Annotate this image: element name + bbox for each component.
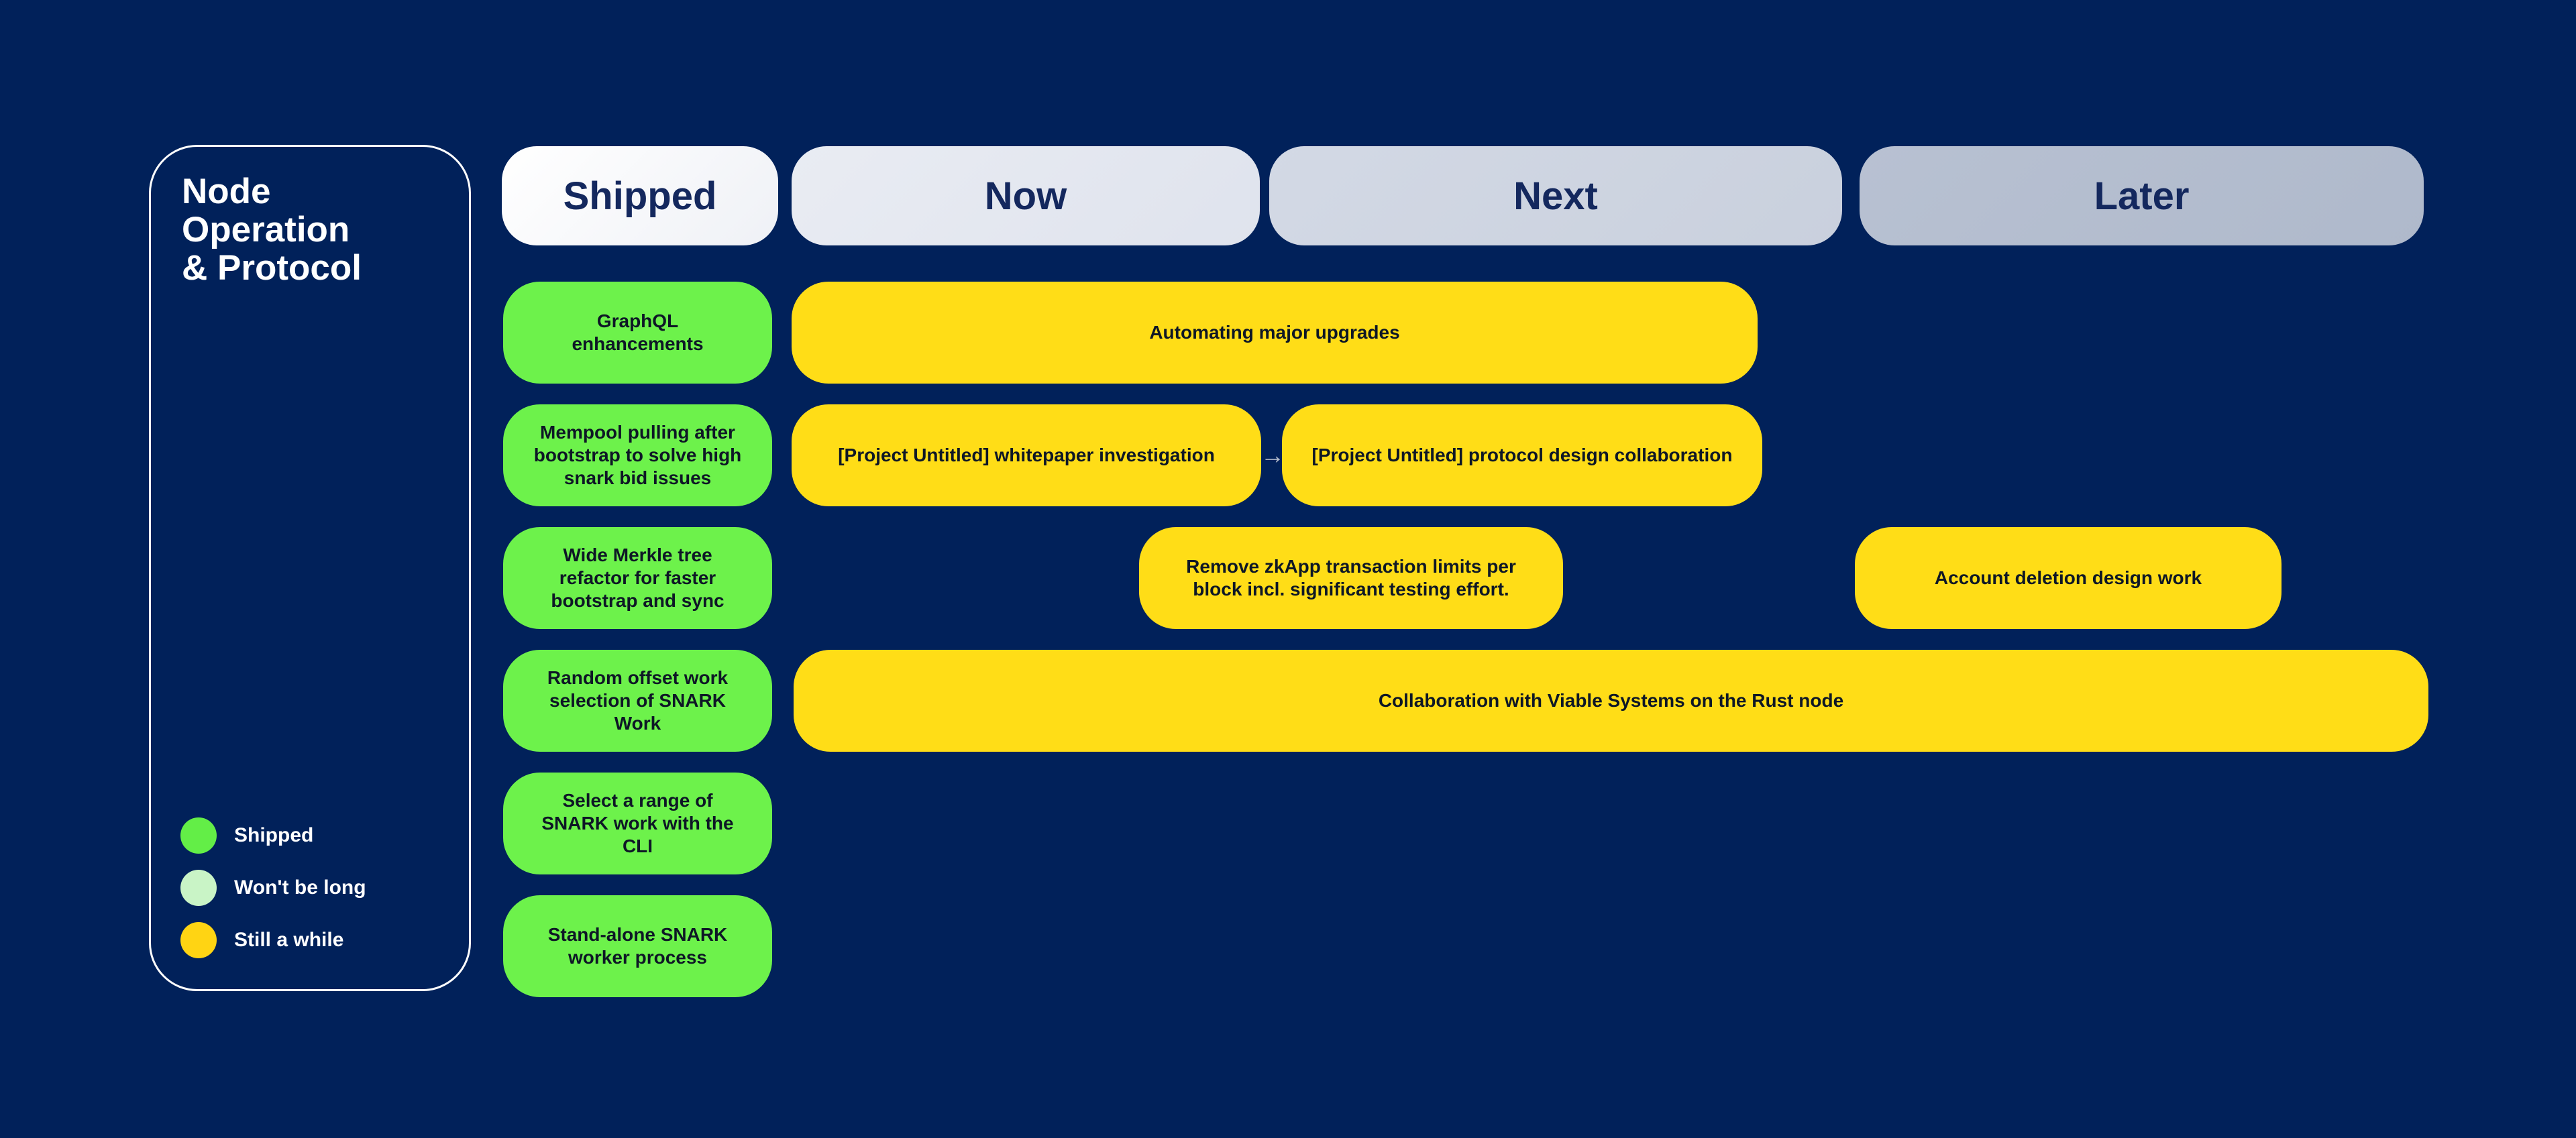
roadmap-card: Account deletion design work [1855,527,2282,629]
roadmap-card: Remove zkApp transaction limits per bloc… [1139,527,1563,629]
legend-item: Won't be long [180,870,366,906]
column-header-next: Next [1269,146,1842,245]
roadmap-card: GraphQL enhancements [503,282,772,384]
roadmap-card: Wide Merkle tree refactor for faster boo… [503,527,772,629]
legend-label: Still a while [234,929,344,951]
column-header-later: Later [1860,146,2424,245]
roadmap-card: [Project Untitled] protocol design colla… [1282,404,1762,506]
legend-dot-icon [180,870,217,906]
roadmap-card: Select a range of SNARK work with the CL… [503,773,772,874]
roadmap-card: Collaboration with Viable Systems on the… [794,650,2428,752]
legend-item: Shipped [180,817,366,854]
roadmap-card: Mempool pulling after bootstrap to solve… [503,404,772,506]
roadmap-card: Automating major upgrades [792,282,1758,384]
arrow-right-icon: → [1260,441,1285,469]
roadmap-card: [Project Untitled] whitepaper investigat… [792,404,1261,506]
column-header-now: Now [792,146,1260,245]
legend-label: Shipped [234,824,314,846]
column-header-shipped: Shipped [502,146,778,245]
roadmap-card: Random offset work selection of SNARK Wo… [503,650,772,752]
legend-label: Won't be long [234,876,366,899]
legend-dot-icon [180,817,217,854]
legend-dot-icon [180,922,217,958]
legend-item: Still a while [180,922,366,958]
page-title: Node Operation & Protocol [182,172,362,288]
roadmap-card: Stand-alone SNARK worker process [503,895,772,997]
